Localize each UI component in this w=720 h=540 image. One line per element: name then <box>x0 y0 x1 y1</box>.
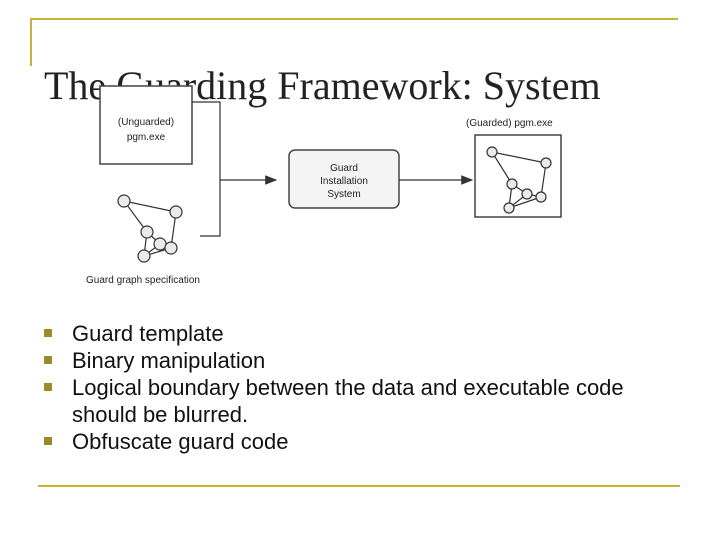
bullet-item: Obfuscate guard code <box>42 428 682 455</box>
frame-top-rule <box>30 18 678 20</box>
guard-framework-diagram: (Unguarded) pgm.exe Guard Installation S… <box>86 85 562 286</box>
bullet-item: Guard template <box>42 320 682 347</box>
bullet-square-icon <box>44 356 52 364</box>
guarded-program-label: (Guarded) pgm.exe <box>466 118 553 129</box>
frame-bottom-rule <box>38 485 680 487</box>
guarded-program-box <box>474 134 562 218</box>
unguarded-program-box: (Unguarded) pgm.exe <box>99 85 193 165</box>
bullet-square-icon <box>44 329 52 337</box>
bullet-square-icon <box>44 383 52 391</box>
unguarded-label: (Unguarded) <box>118 117 174 128</box>
frame-left-rule <box>30 18 32 66</box>
guard-system-line2: Installation <box>320 176 368 187</box>
guard-system-line3: System <box>327 189 360 200</box>
guarded-graph-nodes <box>486 146 552 214</box>
guard-installation-system-box: Guard Installation System <box>288 149 400 209</box>
bullet-text: Logical boundary between the data and ex… <box>72 375 624 427</box>
unguarded-filename: pgm.exe <box>127 132 166 143</box>
guard-system-line1: Guard <box>330 163 358 174</box>
bullet-square-icon <box>44 437 52 445</box>
bullet-text: Obfuscate guard code <box>72 429 289 454</box>
guard-graph-label: Guard graph specification <box>86 275 200 286</box>
bullet-text: Guard template <box>72 321 224 346</box>
bullet-item: Logical boundary between the data and ex… <box>42 374 682 428</box>
guard-graph-specification: Guard graph specification <box>86 194 200 286</box>
input-connectors <box>192 101 278 237</box>
bullet-list: Guard template Binary manipulation Logic… <box>42 320 682 455</box>
bullet-item: Binary manipulation <box>42 347 682 374</box>
bullet-text: Binary manipulation <box>72 348 266 373</box>
